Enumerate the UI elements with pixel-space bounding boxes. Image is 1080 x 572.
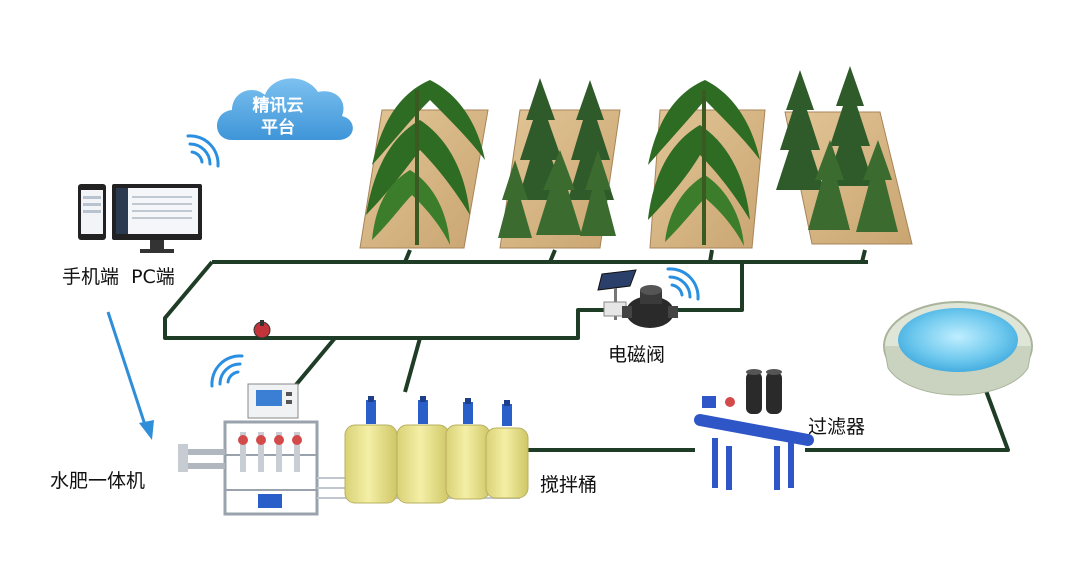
tank (344, 396, 398, 504)
wifi-icon (210, 354, 244, 388)
cloud-label-line-1: 精讯云 (252, 96, 304, 116)
wifi-icon (666, 267, 700, 301)
monitor-icon (112, 184, 202, 253)
pipe-network (163, 249, 1010, 452)
devices-label: 手机端 PC端 (62, 266, 175, 288)
wifi-icon (186, 134, 220, 168)
cloud-icon (217, 78, 353, 140)
fertigation-machine-label: 水肥一体机 (50, 470, 146, 492)
pool-icon (883, 301, 1033, 396)
filter-icon (694, 369, 814, 490)
filter-label: 过滤器 (808, 416, 866, 438)
cloud-label: 精讯云 平台 (238, 95, 318, 139)
field-3-corn (648, 80, 766, 249)
gauge-icon (253, 320, 271, 339)
arrow-icon (106, 311, 154, 440)
field-1-corn (359, 80, 489, 249)
cloud-label-line-2: 平台 (261, 118, 295, 138)
field-2-pine (498, 78, 621, 249)
mixing-tanks-label: 搅拌桶 (540, 474, 598, 496)
phone-icon (78, 184, 106, 240)
solenoid-valve-label: 电磁阀 (608, 344, 666, 366)
tank (445, 398, 491, 500)
valve-icon (603, 285, 678, 328)
tank (396, 396, 450, 504)
tank (485, 400, 529, 499)
fertigation-machine (178, 383, 520, 516)
field-4-pine (776, 66, 913, 245)
mixing-tanks (344, 396, 529, 504)
